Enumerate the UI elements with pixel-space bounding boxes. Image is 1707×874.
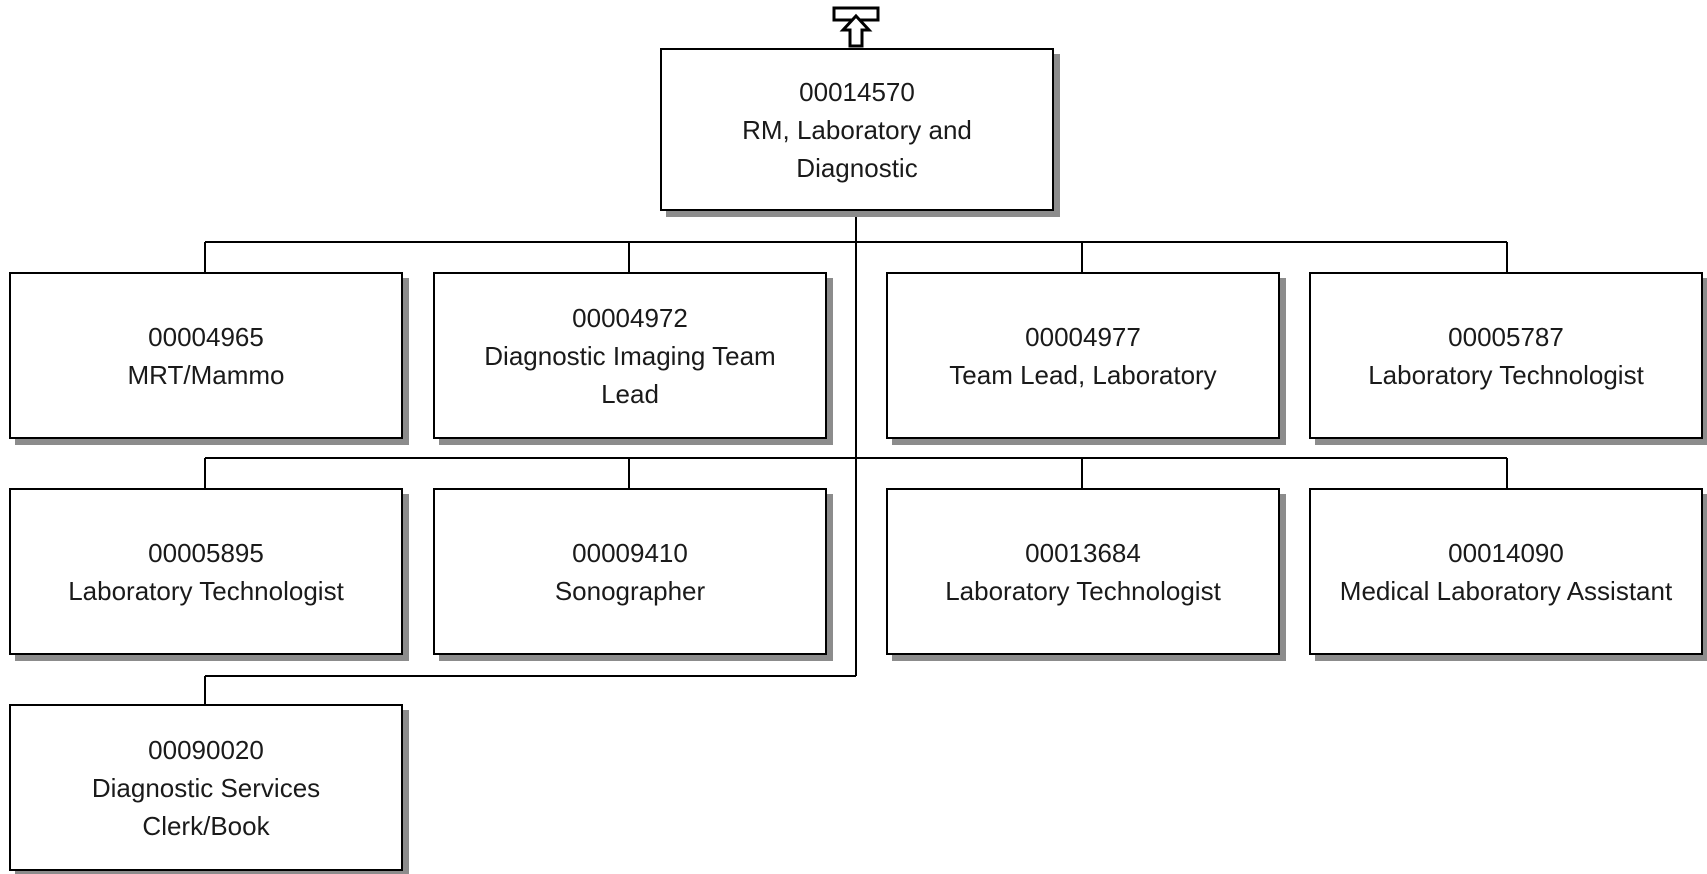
position-id: 00013684 — [1025, 537, 1141, 568]
position-id: 00004977 — [1025, 321, 1141, 352]
position-title: Medical Laboratory Assistant — [1339, 575, 1673, 606]
position-title: Laboratory Technologist — [68, 575, 344, 606]
position-id: 00005787 — [1448, 321, 1564, 352]
up-arrow-icon[interactable] — [832, 6, 880, 50]
position-title: Laboratory Technologist — [945, 575, 1221, 606]
position-title: Team Lead, Laboratory — [949, 359, 1217, 390]
position-title: Diagnostic Services Clerk/Book — [91, 772, 321, 841]
org-node-root[interactable]: 00014570 RM, Laboratory and Diagnostic — [660, 48, 1054, 211]
position-id: 00004972 — [572, 302, 688, 333]
org-node[interactable]: 00009410 Sonographer — [433, 488, 827, 655]
org-node[interactable]: 00013684 Laboratory Technologist — [886, 488, 1280, 655]
org-node[interactable]: 00090020 Diagnostic Services Clerk/Book — [9, 704, 403, 871]
org-node[interactable]: 00005787 Laboratory Technologist — [1309, 272, 1703, 439]
position-id: 00005895 — [148, 537, 264, 568]
position-title: RM, Laboratory and Diagnostic — [742, 114, 972, 183]
position-title: Laboratory Technologist — [1368, 359, 1644, 390]
position-id: 00014570 — [799, 76, 915, 107]
org-node[interactable]: 00004965 MRT/Mammo — [9, 272, 403, 439]
position-title: MRT/Mammo — [127, 359, 285, 390]
org-node[interactable]: 00014090 Medical Laboratory Assistant — [1309, 488, 1703, 655]
position-title: Diagnostic Imaging Team Lead — [484, 340, 776, 409]
position-id: 00009410 — [572, 537, 688, 568]
org-node[interactable]: 00005895 Laboratory Technologist — [9, 488, 403, 655]
org-node[interactable]: 00004977 Team Lead, Laboratory — [886, 272, 1280, 439]
position-id: 00090020 — [148, 734, 264, 765]
position-id: 00004965 — [148, 321, 264, 352]
org-node[interactable]: 00004972 Diagnostic Imaging Team Lead — [433, 272, 827, 439]
position-id: 00014090 — [1448, 537, 1564, 568]
position-title: Sonographer — [554, 575, 706, 606]
